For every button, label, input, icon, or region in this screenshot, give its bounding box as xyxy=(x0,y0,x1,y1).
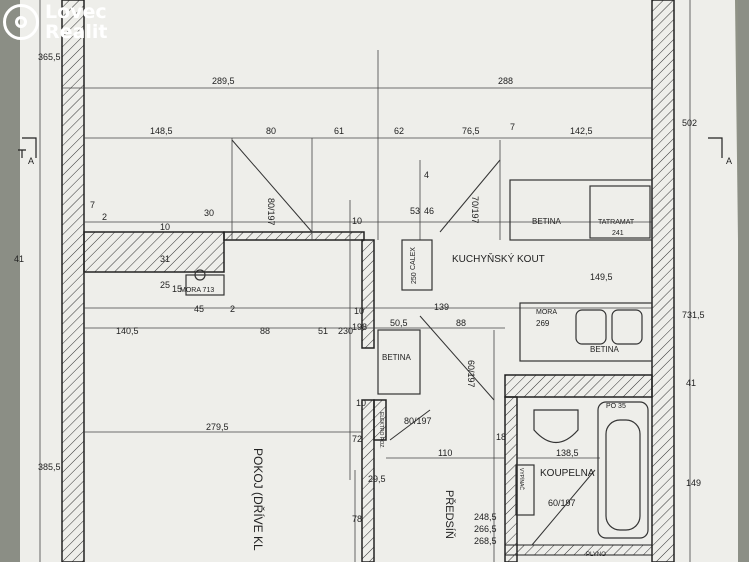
dim-139: 139 xyxy=(434,302,449,312)
dim-53: 53 xyxy=(410,206,420,216)
dim-10b: 10 xyxy=(352,216,362,226)
mora-label: MORA xyxy=(536,309,557,316)
calex-label: CALEX xyxy=(410,247,417,270)
dimension-labels: 289,5 288 148,5 80 61 62 76,5 7 142,5 7 … xyxy=(14,52,705,546)
fixtures xyxy=(185,179,653,539)
dim-15: 15 xyxy=(172,284,182,294)
dim-72: 72 xyxy=(352,434,362,444)
plyno-label: PLYNO xyxy=(586,552,606,558)
dim-62: 62 xyxy=(394,126,404,136)
door-swings xyxy=(231,139,596,546)
dim-140-5: 140,5 xyxy=(116,326,139,336)
dim-289-5: 289,5 xyxy=(212,76,235,86)
dim-80: 80 xyxy=(266,126,276,136)
dim-268-5: 268,5 xyxy=(474,536,497,546)
room-label: POKOJ (DŘÍVE KL xyxy=(251,448,266,551)
dim-148-5: 148,5 xyxy=(150,126,173,136)
dim-10c: 10 xyxy=(354,306,364,316)
po-label: PO 35 xyxy=(606,403,626,410)
dim-279-5: 279,5 xyxy=(206,422,229,432)
mora-number: 269 xyxy=(536,319,550,328)
walls xyxy=(61,0,675,562)
dim-51: 51 xyxy=(318,326,328,336)
betina-label-3: BETINA xyxy=(382,353,412,362)
dim-30: 30 xyxy=(204,208,214,218)
dim-10d: 10 xyxy=(356,398,366,408)
dim-31: 31 xyxy=(160,254,170,264)
logo-line-2: Realit xyxy=(45,21,108,43)
dim-50-5: 50,5 xyxy=(390,318,408,328)
door-label-70-197: 70/197 xyxy=(470,196,480,224)
dim-45: 45 xyxy=(194,304,204,314)
door-label-80-197b: 80/197 xyxy=(404,416,432,426)
dim-29-5: 29,5 xyxy=(368,474,386,484)
dim-7b: 7 xyxy=(90,200,95,210)
brand-logo: Lovec Realit xyxy=(3,2,107,42)
tatramat-number: 241 xyxy=(612,230,624,237)
dim-left-385-5: 385,5 xyxy=(38,462,61,472)
dim-288: 288 xyxy=(498,76,513,86)
dim-266-5: 266,5 xyxy=(474,524,497,534)
dim-248-5: 248,5 xyxy=(474,512,497,522)
kitchen-label: KUCHYŇSKÝ KOUT xyxy=(452,252,545,265)
door-label-60-197b: 60/197 xyxy=(548,498,576,508)
dim-110: 110 xyxy=(438,448,452,458)
dim-right-731-5: 731,5 xyxy=(682,310,705,320)
room-labels: KUCHYŇSKÝ KOUT BETINA TATRAMAT 241 CALEX… xyxy=(180,217,635,558)
door-label-60-197: 60/197 xyxy=(466,360,476,388)
dim-18: 18 xyxy=(496,432,506,442)
dim-230: 230 xyxy=(338,326,353,336)
dim-4: 4 xyxy=(424,170,429,180)
dim-149-5: 149,5 xyxy=(590,272,613,282)
dim-10: 10 xyxy=(160,222,170,232)
dim-25: 25 xyxy=(160,280,170,290)
logo-line-1: Lovec xyxy=(45,1,107,23)
dim-7: 7 xyxy=(510,122,515,132)
section-markers xyxy=(18,137,723,158)
dim-142-5: 142,5 xyxy=(570,126,593,136)
betina-label-1: BETINA xyxy=(532,217,562,226)
elektro-label: ELEKTRO ROZ. xyxy=(378,412,384,449)
section-label-right: A xyxy=(726,156,732,166)
dim-46: 46 xyxy=(424,206,434,216)
dim-138-5: 138,5 xyxy=(556,448,579,458)
dim-88: 88 xyxy=(260,326,270,336)
dim-left-365-5: 365,5 xyxy=(38,52,61,62)
calex-number: 250 xyxy=(411,272,418,284)
tatramat-label: TATRAMAT xyxy=(598,219,635,226)
dim-78: 78 xyxy=(352,514,362,524)
dimension-lines xyxy=(39,0,691,562)
dim-2b: 2 xyxy=(230,304,235,314)
logo-icon xyxy=(3,4,39,40)
dim-198: 198 xyxy=(352,322,367,332)
dim-76-5: 76,5 xyxy=(462,126,480,136)
door-label-80-197: 80/197 xyxy=(266,198,276,226)
dim-left-41: 41 xyxy=(14,254,24,264)
dim-right-502: 502 xyxy=(682,118,697,128)
bathroom-label: KOUPELNA xyxy=(540,468,595,479)
vypinac-label: VYPÍNAČ xyxy=(518,468,525,490)
dim-61: 61 xyxy=(334,126,344,136)
dim-right-149: 149 xyxy=(686,478,701,488)
betina-label-2: BETINA xyxy=(590,345,620,354)
dim-2: 2 xyxy=(102,212,107,222)
dim-right-41: 41 xyxy=(686,378,696,388)
hallway-label: PŘEDSÍŇ xyxy=(443,490,456,539)
dim-88b: 88 xyxy=(456,318,466,328)
mora-713-label: MORA 713 xyxy=(180,287,214,294)
section-label-left: A xyxy=(28,156,34,166)
